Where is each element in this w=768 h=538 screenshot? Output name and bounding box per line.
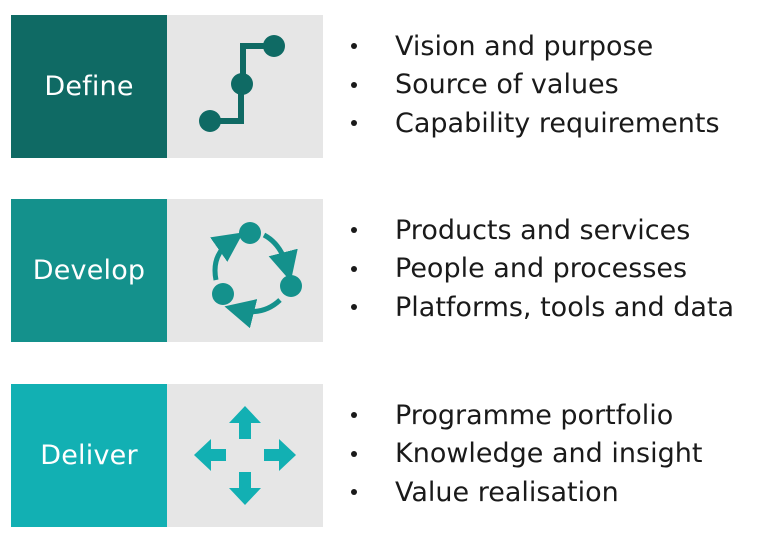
list-item: Source of values: [349, 66, 720, 105]
list-item: Knowledge and insight: [349, 435, 702, 474]
stage-title-define: Define: [11, 15, 167, 158]
stage-deliver: Deliver Programme portfolio Knowledge an…: [11, 384, 768, 527]
stage-title-text: Deliver: [40, 440, 138, 471]
bullet-dot: [351, 43, 357, 50]
list-item: Vision and purpose: [349, 27, 720, 66]
list-item-text: People and processes: [395, 253, 688, 285]
list-item: Platforms, tools and data: [349, 288, 734, 327]
stage-items-develop: Products and services People and process…: [349, 211, 734, 327]
stage-title-deliver: Deliver: [11, 384, 167, 527]
cycle-icon: [167, 199, 323, 342]
stage-title-text: Develop: [32, 255, 146, 286]
stage-develop: Develop Products and services People and…: [11, 199, 768, 342]
list-item: Value realisation: [349, 473, 702, 512]
stage-items-define: Vision and purpose Source of values Capa…: [349, 27, 720, 143]
list-item: Capability requirements: [349, 104, 720, 143]
list-item-text: Programme portfolio: [395, 399, 674, 431]
list-item-text: Platforms, tools and data: [395, 291, 735, 323]
list-item: People and processes: [349, 250, 734, 289]
bullet-dot: [351, 120, 357, 127]
list-item-text: Value realisation: [395, 476, 619, 508]
bullet-dot: [351, 489, 357, 496]
step-path-icon: [167, 15, 323, 158]
list-item-text: Source of values: [395, 69, 619, 101]
stage-title-develop: Develop: [11, 199, 167, 342]
bullet-dot: [351, 304, 357, 311]
stage-define: Define Vision and purpose Source of valu…: [11, 15, 768, 158]
bullet-dot: [351, 227, 357, 234]
bullet-dot: [351, 412, 357, 419]
bullet-dot: [351, 81, 357, 88]
list-item-text: Capability requirements: [395, 107, 720, 139]
four-arrows-icon: [167, 384, 323, 527]
stage-title-text: Define: [44, 71, 134, 102]
list-item: Products and services: [349, 211, 734, 250]
bullet-dot: [351, 450, 357, 457]
list-item: Programme portfolio: [349, 396, 702, 435]
stage-items-deliver: Programme portfolio Knowledge and insigh…: [349, 396, 702, 512]
list-item-text: Vision and purpose: [395, 30, 654, 62]
bullet-dot: [351, 265, 357, 272]
list-item-text: Knowledge and insight: [395, 438, 703, 470]
list-item-text: Products and services: [395, 214, 691, 246]
